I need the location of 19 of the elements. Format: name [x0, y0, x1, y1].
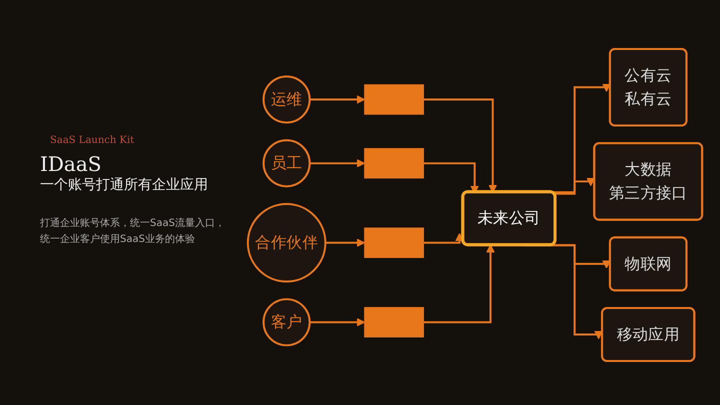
- subtitle: 一个账号打通所有企业应用: [40, 176, 209, 194]
- arrow: [310, 318, 365, 327]
- arrow: [310, 95, 365, 104]
- node-circle: 客户: [262, 298, 311, 346]
- node-box: [364, 84, 424, 115]
- arrow: [310, 158, 365, 168]
- node-box: [364, 307, 424, 338]
- node-circle: 合作伙伴: [246, 203, 326, 283]
- arrow: [423, 244, 495, 324]
- arrow: [325, 238, 365, 248]
- node-circle: 员工: [262, 139, 311, 188]
- arrow: [423, 232, 464, 244]
- kicker-text: SaaS Launch Kit: [50, 135, 136, 146]
- description-text: 打通企业账号体系，统一SaaS流量入口，统一企业客户使用SaaS业务的体验: [40, 216, 226, 247]
- node-box: [364, 228, 424, 258]
- node-box: [364, 148, 424, 178]
- node-circle: 运维: [262, 75, 311, 124]
- arrow: [554, 178, 596, 195]
- title: IDaaS: [40, 152, 102, 176]
